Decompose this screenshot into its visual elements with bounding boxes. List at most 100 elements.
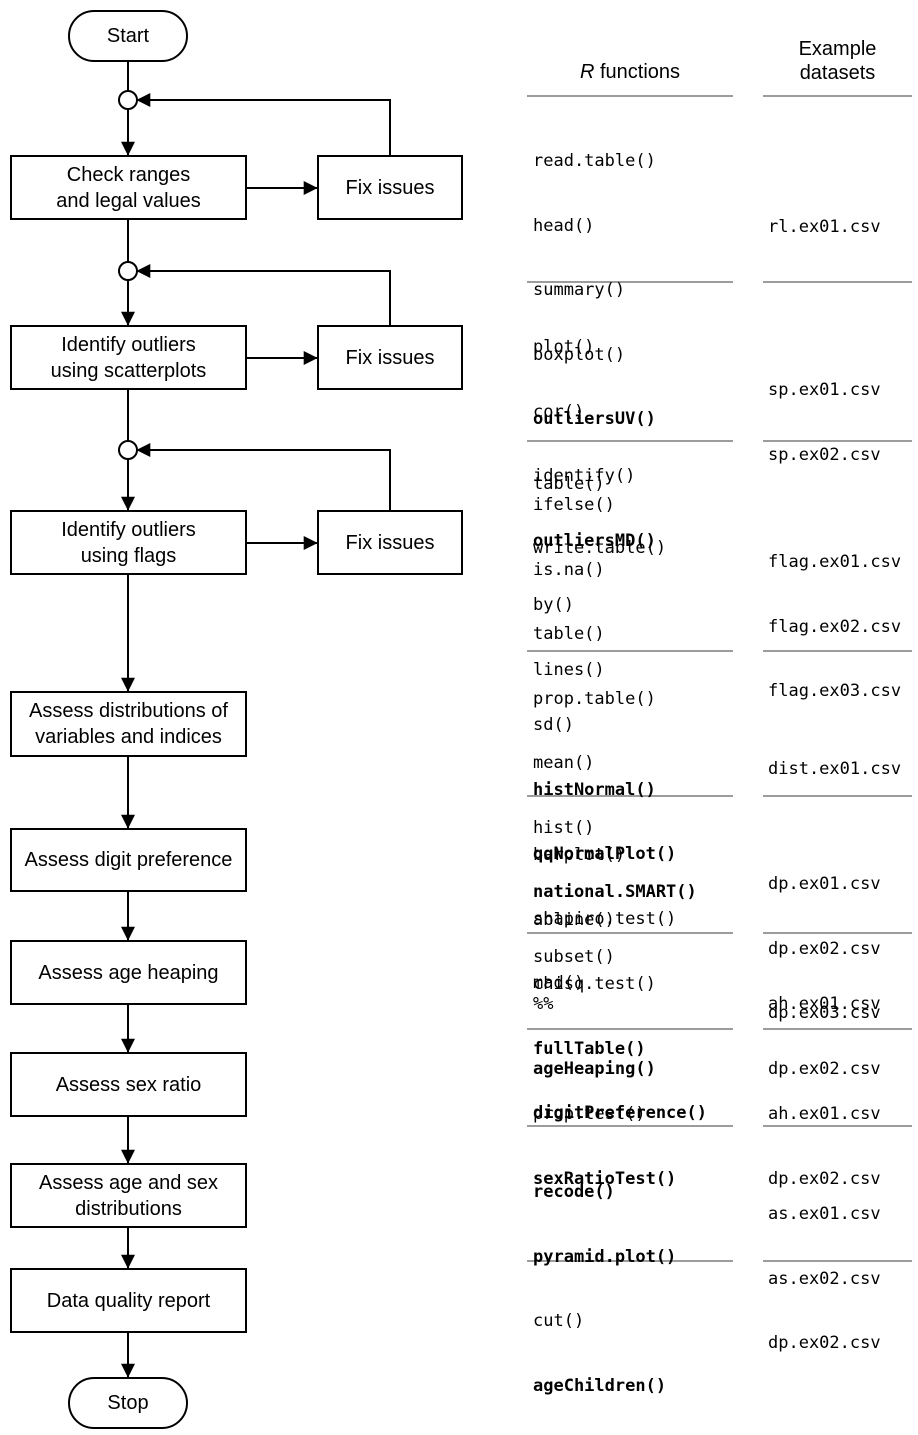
fix-issues-label: Fix issues (345, 346, 435, 369)
step-label-line: using flags (80, 544, 177, 567)
r-function: by() (533, 595, 574, 615)
r-function: plot() (533, 337, 595, 357)
dataset: rl.ex01.csv (768, 217, 881, 237)
r-functions-list-3: ifelse() is.na() table() prop.table() me… (533, 452, 697, 1011)
divider (763, 95, 912, 97)
divider (527, 1125, 733, 1127)
r-function: chisq.test() (533, 974, 656, 994)
edge-fix3-to-junction3 (136, 443, 391, 510)
step-label-line: Identify outliers (61, 518, 196, 541)
fix-issues-node-1: Fix issues (317, 155, 463, 220)
divider (527, 650, 733, 652)
r-function: prop.table() (533, 688, 656, 709)
datasets-list-8: as.ex01.csv as.ex02.csv dp.ex02.csv (768, 1161, 881, 1398)
dataset: as.ex01.csv (768, 1204, 881, 1224)
r-function: subset() (533, 946, 615, 967)
r-functions-list-7: prop.test() sexRatioTest() (533, 1061, 676, 1233)
divider (763, 795, 912, 797)
divider (763, 650, 912, 652)
r-function: mean() (533, 753, 595, 773)
step-check-ranges: Check ranges and legal values (10, 155, 247, 220)
r-function: ageHeaping() (533, 1058, 656, 1079)
stop-label: Stop (107, 1392, 149, 1414)
edge-fix2-to-junction2 (136, 264, 391, 325)
r-function: shapiro.test() (533, 908, 677, 929)
fix-issues-label: Fix issues (345, 531, 435, 554)
dataset: dp.ex01.csv (768, 874, 881, 894)
r-function: is.na() (533, 559, 605, 580)
r-function: digitPreference() (533, 1103, 707, 1123)
r-functions-list-5: barplot() abline() chisq.test() fullTabl… (533, 802, 707, 1168)
divider (527, 795, 733, 797)
step-label-line: variables and indices (35, 726, 222, 748)
junction-circle-1 (118, 90, 138, 110)
r-function: ifelse() (533, 495, 615, 515)
step-outliers-scatterplots: Identify outliers using scatterplots (10, 325, 247, 390)
divider (763, 440, 912, 442)
divider (763, 281, 912, 283)
divider (763, 1028, 912, 1030)
dataset: dp.ex02.csv (768, 1058, 881, 1079)
r-function: barplot() (533, 845, 626, 865)
r-functions-list-6: %% ageHeaping() (533, 951, 656, 1123)
divider (527, 1260, 733, 1262)
r-italic: R (579, 61, 595, 83)
datasets-list-3: flag.ex01.csv flag.ex02.csv flag.ex03.cs… (768, 509, 901, 746)
r-function: hist() (533, 817, 595, 838)
r-functions-list-1: read.table() head() summary() boxplot() … (533, 108, 666, 603)
step-label-line: Assess age and sex (39, 1171, 218, 1194)
r-function: ageChildren() (533, 1375, 667, 1396)
divider (763, 1125, 912, 1127)
dataset: flag.ex03.csv (768, 681, 902, 701)
r-function: table() (533, 473, 605, 494)
step-label-line: Check ranges (66, 163, 191, 186)
r-function: summary() (533, 280, 626, 300)
r-function: fullTable() (533, 1038, 646, 1059)
step-assess-digit-preference: Assess digit preference (10, 828, 247, 892)
datasets-list-2: sp.ex01.csv sp.ex02.csv (768, 337, 881, 509)
step-data-quality-report: Data quality report (10, 1268, 247, 1333)
r-function: outliersMD() (533, 530, 656, 551)
r-function: cut() (533, 1311, 585, 1331)
dataset: dist.ex01.csv (768, 759, 902, 779)
step-outliers-flags: Identify outliers using flags (10, 510, 247, 575)
step-label-line: Assess age heaping (38, 961, 219, 984)
datasets-list-1: rl.ex01.csv (768, 174, 881, 282)
r-function: write.table() (533, 538, 667, 558)
r-function: %% (533, 994, 554, 1014)
r-functions-header-rest: functions (594, 61, 681, 83)
r-function: national.SMART() (533, 882, 697, 902)
datasets-list-5: dp.ex01.csv dp.ex02.csv dp.ex03.csv (768, 831, 881, 1068)
junction-circle-3 (118, 440, 138, 460)
dataset: dp.ex03.csv (768, 1003, 881, 1023)
r-function: recode() (533, 1182, 615, 1202)
step-assess-age-heaping: Assess age heaping (10, 940, 247, 1005)
datasets-list-6: ah.ex01.csv dp.ex02.csv (768, 951, 881, 1123)
fix-issues-label: Fix issues (345, 176, 435, 199)
r-functions-column-header: R functions (527, 60, 733, 84)
r-function: mad() (533, 973, 585, 993)
step-label-line: using scatterplots (50, 359, 207, 382)
start-node: Start (68, 10, 188, 62)
r-function: table() (533, 624, 605, 644)
junction-circle-2 (118, 261, 138, 281)
datasets-list-7: ah.ex01.csv dp.ex02.csv (768, 1061, 881, 1233)
fix-issues-node-2: Fix issues (317, 325, 463, 390)
step-label-line: Assess digit preference (24, 849, 233, 871)
divider (527, 1028, 733, 1030)
divider (527, 95, 733, 97)
r-function: cor() (533, 401, 585, 422)
step-label-line: Identify outliers (61, 333, 196, 356)
dataset: ah.ex01.csv (768, 994, 881, 1014)
dataset: dp.ex02.csv (768, 938, 881, 959)
r-function: histNormal() (533, 779, 656, 800)
datasets-list-4: dist.ex01.csv (768, 716, 901, 824)
r-functions-list-2: plot() cor() identify() outliersMD() by(… (533, 294, 656, 724)
dataset: flag.ex01.csv (768, 552, 902, 572)
r-function: lines() (533, 659, 605, 680)
r-function: identify() (533, 466, 636, 486)
r-function: pyramid.plot() (533, 1246, 677, 1267)
example-datasets-column-header: Example datasets (763, 37, 912, 85)
datasets-header-line1: Example (798, 38, 877, 60)
